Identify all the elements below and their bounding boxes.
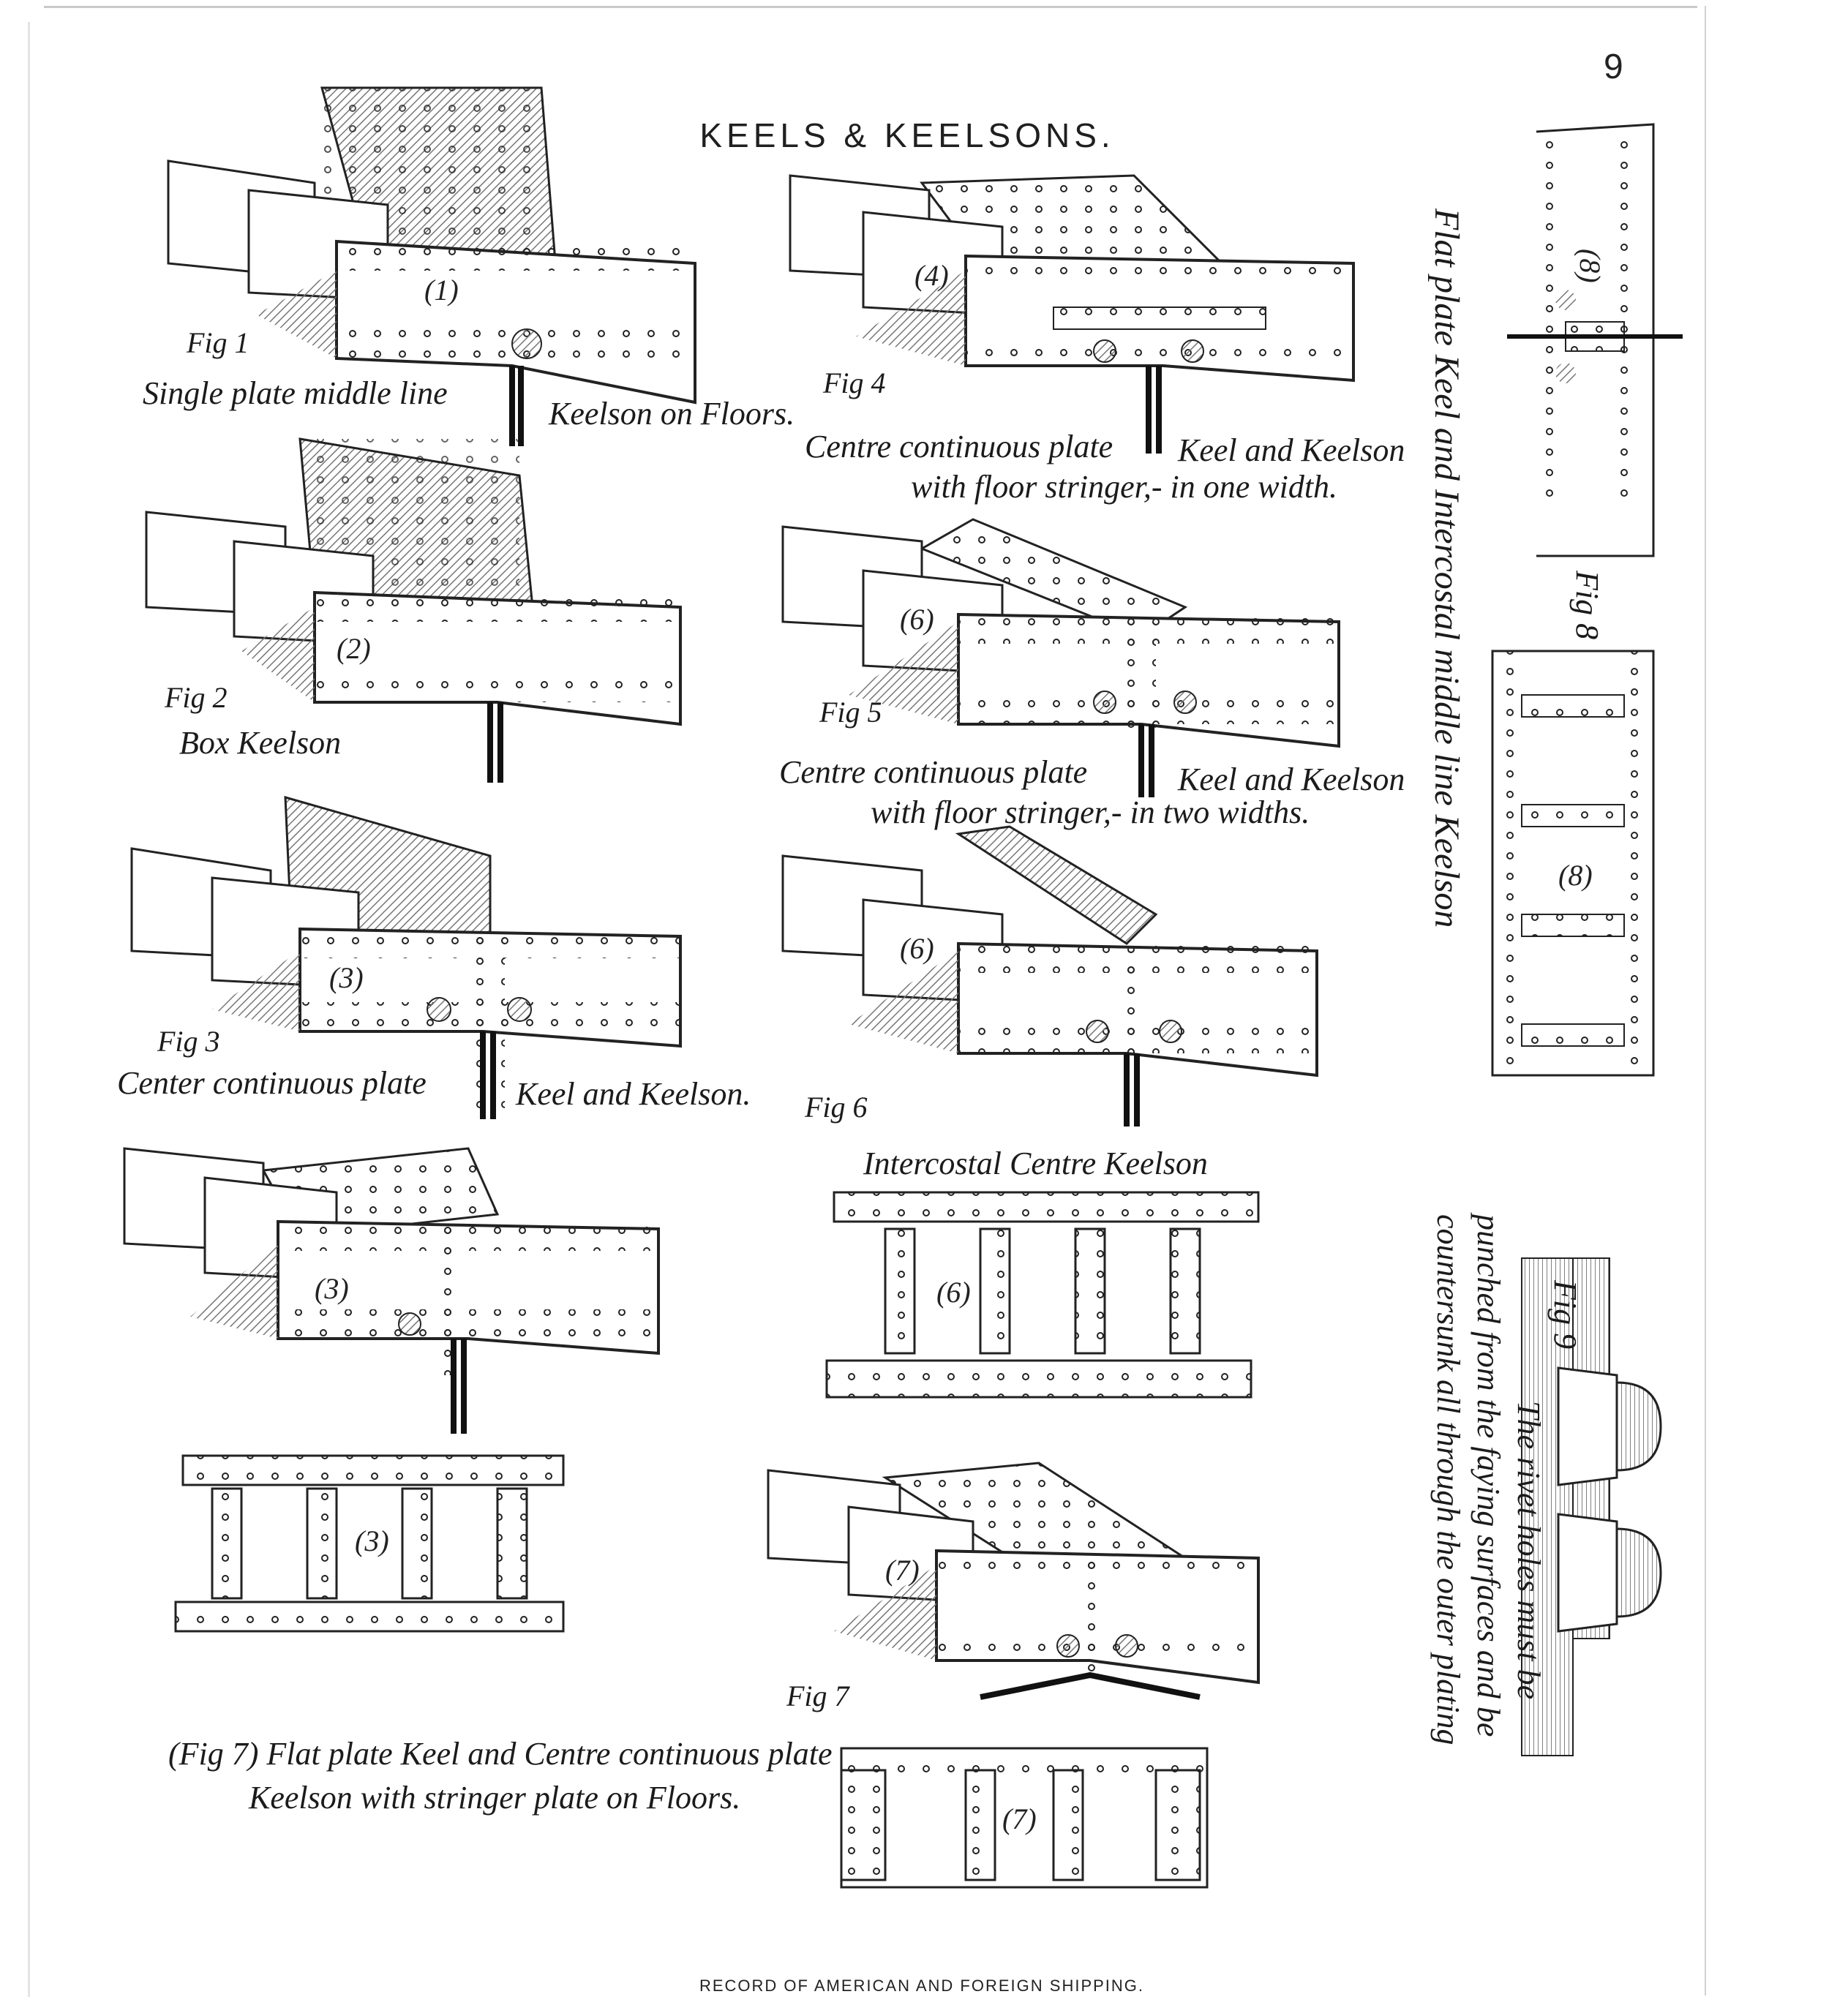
figure-8-caption: Flat plate Keel and Intercostal middle l… (1427, 208, 1466, 928)
figure-6-plan-number: (6) (936, 1276, 971, 1309)
figure-7-number: (7) (885, 1554, 920, 1587)
figure-7-label: Fig 7 (786, 1680, 849, 1712)
figure-5-number: (6) (900, 603, 934, 636)
figure-8-section-drawing: (8) (1492, 117, 1697, 571)
page-footer: RECORD OF AMERICAN AND FOREIGN SHIPPING. (699, 1976, 1145, 1995)
figure-8-plan-number: (8) (1558, 859, 1593, 892)
figure-7-caption-line2: Keelson with stringer plate on Floors. (249, 1780, 741, 1816)
figure-7-caption-line1: (Fig 7) Flat plate Keel and Centre conti… (168, 1736, 833, 1772)
figure-9-drawing (1507, 1244, 1668, 1756)
figure-3-stringer-drawing: (3) (117, 1141, 702, 1448)
figure-7-plan-number: (7) (1002, 1802, 1037, 1835)
figure-7-plan-drawing: (7) (819, 1741, 1229, 1895)
figure-4-caption-line1-right: Keel and Keelson (1178, 432, 1405, 468)
figure-2-caption: Box Keelson (179, 725, 342, 761)
figure-1-caption-left: Single plate middle line (143, 375, 448, 411)
figure-6-drawing: (6) (775, 819, 1390, 1127)
figure-6-caption: Intercostal Centre Keelson (863, 1146, 1208, 1181)
figure-9-label: Fig 9 (1547, 1280, 1583, 1350)
figure-2-drawing: (2) (139, 432, 746, 797)
figure-9-caption-line2: punched from the faying surfaces and be (1470, 1214, 1506, 1737)
figure-3-caption-left: Center continuous plate (117, 1065, 427, 1101)
figure-9-caption-line3: countersunk all through the outer platin… (1430, 1214, 1466, 1745)
page-top-edge (44, 6, 1697, 8)
figure-5-caption-line1-left: Centre continuous plate (779, 754, 1088, 790)
figure-4-caption-line2: with floor stringer,- in one width. (911, 469, 1338, 505)
figure-3-number: (3) (329, 961, 364, 994)
figure-6-number: (6) (900, 932, 934, 965)
figure-5-drawing: (6) (775, 512, 1390, 805)
figure-3-stringer-number: (3) (315, 1272, 349, 1305)
figure-2-number: (2) (337, 632, 371, 665)
figure-1-caption-right: Keelson on Floors. (549, 396, 795, 432)
figure-4-caption-line1-left: Centre continuous plate (805, 429, 1113, 464)
figure-9-caption-line1: The rivet holes must be (1511, 1401, 1547, 1700)
figure-3-label: Fig 3 (157, 1025, 220, 1058)
page-right-edge (1705, 6, 1706, 1996)
figure-1-drawing: (1) (146, 80, 790, 454)
figure-5-label: Fig 5 (819, 696, 882, 729)
figure-1-number: (1) (424, 274, 459, 306)
figure-6-label: Fig 6 (805, 1091, 868, 1124)
figure-4-drawing: (4) (783, 161, 1397, 468)
figure-5-caption-line2: with floor stringer,- in two widths. (871, 794, 1310, 830)
figure-4-label: Fig 4 (823, 366, 886, 399)
figure-3-caption-right: Keel and Keelson. (516, 1076, 751, 1112)
page-number: 9 (1604, 48, 1623, 86)
figure-2-label: Fig 2 (165, 681, 228, 714)
figure-3-plan-drawing: (3) (168, 1448, 578, 1639)
figure-5-caption-line1-right: Keel and Keelson (1178, 761, 1405, 797)
page-left-edge (28, 22, 30, 1997)
figure-4-number: (4) (914, 259, 949, 292)
figure-3-drawing: (3) (124, 790, 768, 1141)
figure-3-plan-number: (3) (355, 1524, 389, 1557)
figure-7-drawing: (7) (761, 1456, 1302, 1719)
page-title: KEELS & KEELSONS. (699, 116, 1115, 154)
figure-6-plan-drawing: (6) (819, 1185, 1273, 1404)
figure-8-plan-drawing: (8) (1478, 644, 1668, 1083)
figure-1-label: Fig 1 (187, 326, 249, 359)
figure-8-label: Fig 8 (1569, 571, 1605, 640)
figure-8-section-number: (8) (1574, 249, 1607, 283)
